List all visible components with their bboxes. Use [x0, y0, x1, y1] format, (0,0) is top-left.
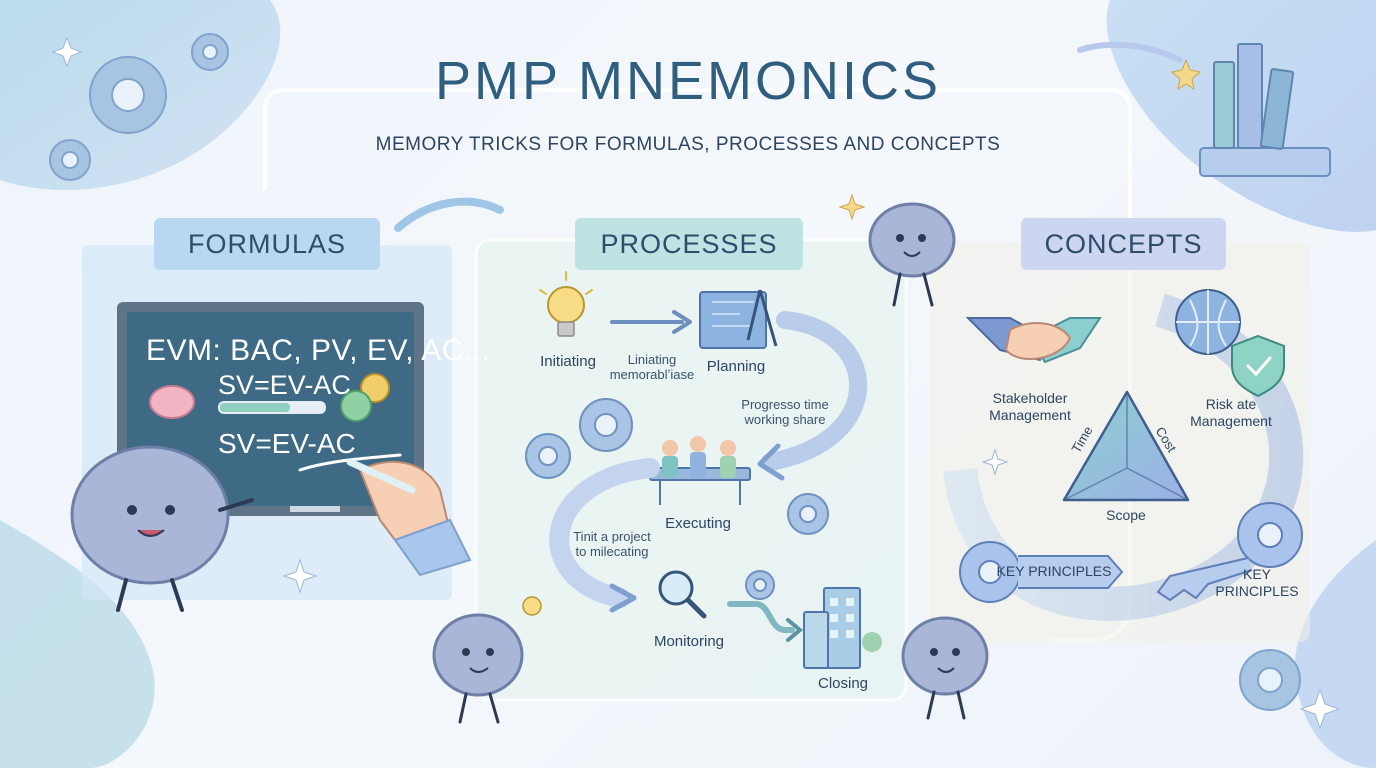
step-closing: Closing	[817, 675, 869, 692]
sv-formula-1: SV=EV-AC	[218, 370, 351, 400]
globe-shield-icon	[1175, 289, 1285, 398]
risk-label: Risk ate Management	[1190, 396, 1272, 429]
handshake-icon	[965, 317, 1102, 364]
gear-icon	[1239, 649, 1301, 711]
page-title: PMP MNEMONICS	[434, 51, 942, 111]
process-note-2: Progresso time working share	[741, 397, 829, 427]
lightbulb-icon	[539, 271, 593, 337]
blueprint-icon	[699, 289, 778, 349]
process-note-1: Liniating memorablʼiase	[609, 352, 695, 382]
triple-constraint-triangle	[1062, 390, 1190, 502]
gear-icon	[525, 398, 829, 600]
processes-heading: PROCESSES	[575, 218, 803, 270]
brain-mascot-icon	[70, 445, 254, 612]
evm-formula-line: EVM: BAC, PV, EV, AC...	[146, 334, 491, 367]
piggy-bank-icon	[149, 385, 195, 419]
books-icon	[1199, 43, 1331, 177]
key-icon	[959, 541, 1124, 603]
step-executing: Executing	[665, 515, 731, 532]
brain-mascot-icon	[432, 596, 542, 724]
concepts-heading: CONCEPTS	[1021, 218, 1226, 270]
formulas-heading: FORMULAS	[154, 218, 380, 270]
coin-icon	[360, 373, 390, 403]
sv-formula-2: SV=EV-AC	[218, 428, 356, 459]
brain-mascot-icon	[901, 616, 989, 720]
process-note-3: Tinit a project to milecating	[573, 529, 651, 559]
key-icon	[1156, 502, 1303, 602]
magnifier-icon	[658, 570, 707, 619]
key-principles-left: KEY PRINCIPLES	[996, 563, 1112, 579]
key-principles-right: KEY PRINCIPLES	[1215, 566, 1299, 599]
stakeholder-label: Stakeholder Management	[989, 390, 1071, 423]
gear-icon	[49, 33, 229, 181]
building-icon	[803, 587, 882, 669]
step-monitoring: Monitoring	[653, 633, 725, 650]
coin-icon	[340, 390, 372, 422]
page-subtitle: MEMORY TRICKS FOR FORMULAS, PROCESSES AN…	[375, 134, 1001, 155]
step-initiating: Initiating	[540, 353, 596, 370]
step-planning: Planning	[706, 358, 766, 375]
triangle-scope-label: Scope	[1106, 507, 1146, 523]
brain-mascot-icon	[868, 202, 956, 307]
